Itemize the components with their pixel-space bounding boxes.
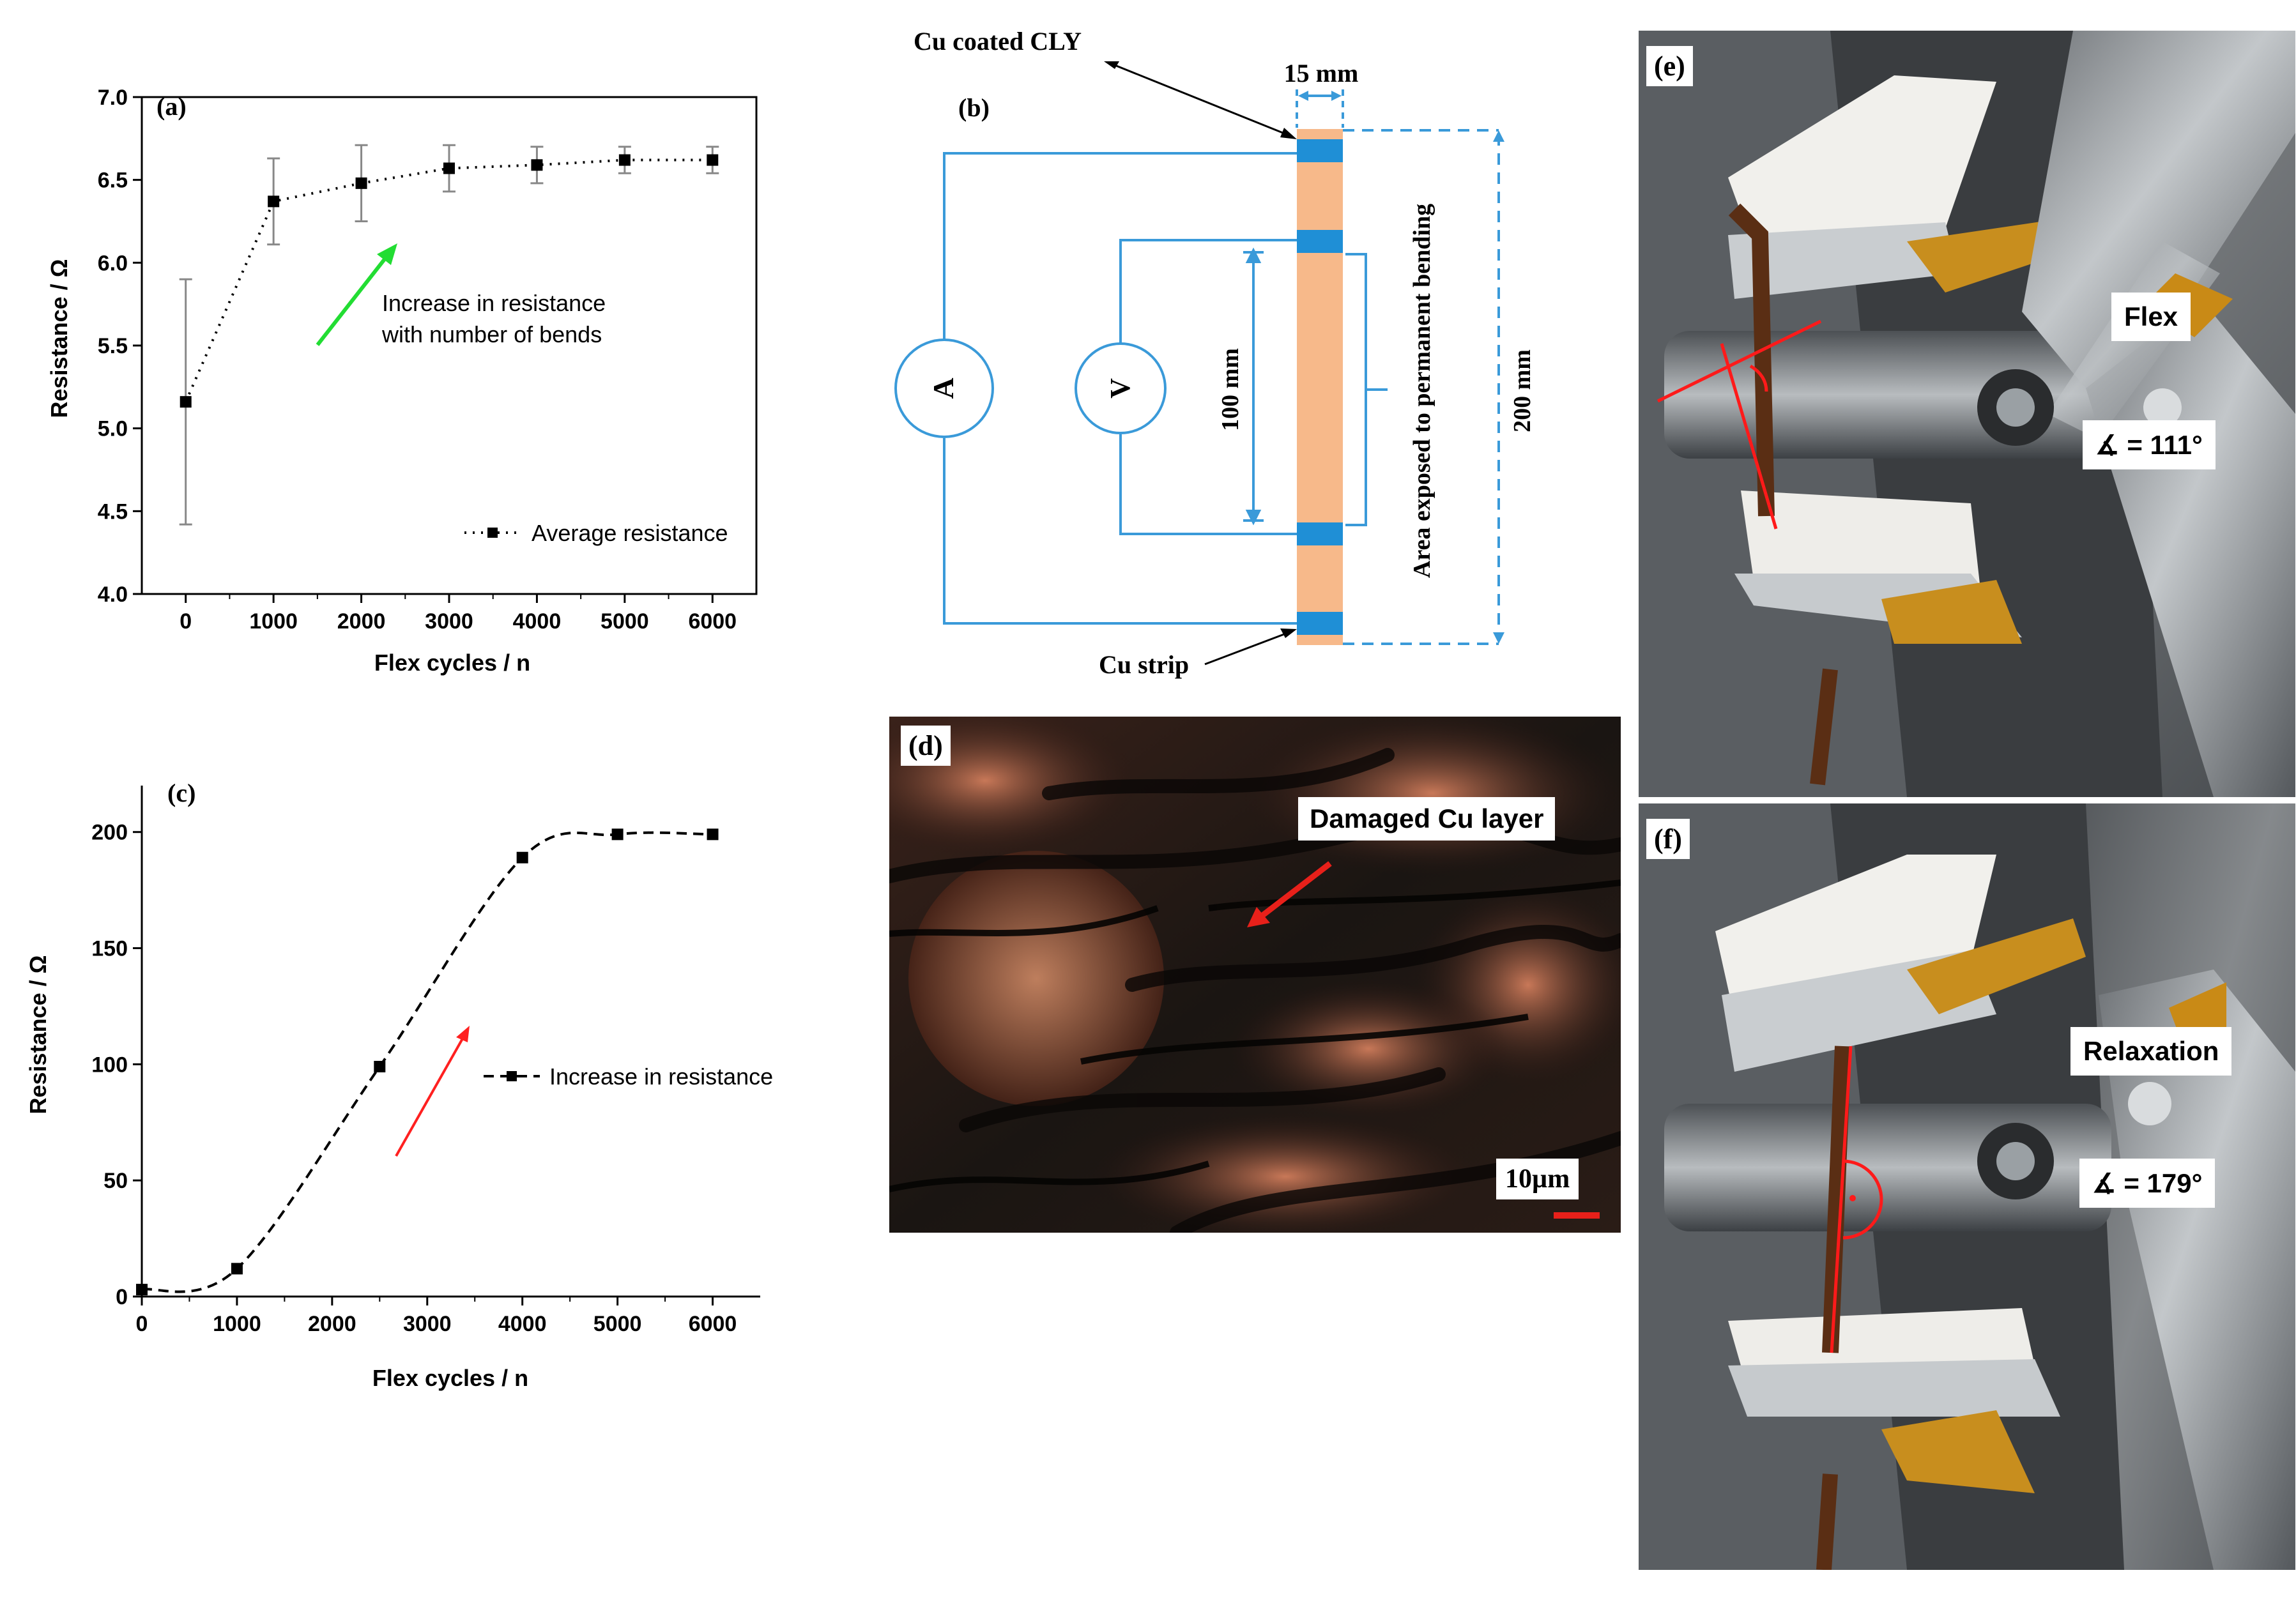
series-line [184,158,713,402]
panel-a-arrow [316,243,397,346]
y-tick-label: 6.5 [98,169,128,193]
panel-c-legend: Increase in resistance [484,1063,773,1090]
panel-a-xlabel: Flex cycles / n [374,650,530,676]
x-tick-label: 0 [180,609,192,634]
bending-area-label: Area exposed to permanent bending [1409,204,1435,578]
y-tick-label: 150 [91,937,128,961]
cu-coated-yarn [1297,129,1343,645]
strip-label: Cu strip [1099,650,1189,679]
data-point [611,828,624,841]
voltmeter-circuit [1075,239,1297,535]
panel-c-label: (c) [167,779,195,807]
panel-b-label: (b) [958,93,990,122]
relaxation-angle-label: ∡ = 179° [2079,1159,2216,1208]
cu-strip-inner-top [1297,230,1343,253]
data-point [136,1284,148,1296]
circuit-diagram: A V 100 mm Area exposed to permanent ben… [894,27,1536,679]
cu-strip-inner-bottom [1297,522,1343,545]
chart-c: (c) Resistance / Ω Flex cycles / n Incre… [25,779,773,1391]
x-tick-label: 4000 [513,609,562,634]
y-tick-label: 4.0 [98,582,128,607]
x-tick-label: 6000 [689,1312,737,1336]
yarn-label: Cu coated CLY [914,27,1082,56]
panel-c-xlabel: Flex cycles / n [372,1365,528,1391]
chart-a: (a) Resistance / Ω Flex cycles / n Incre… [46,86,758,676]
x-tick-label: 5000 [593,1312,642,1336]
y-tick-label: 4.5 [98,499,128,524]
x-tick-label: 2000 [337,609,386,634]
voltmeter-symbol: V [1105,378,1136,399]
x-tick-label: 3000 [403,1312,452,1336]
panel-f: (f) Relaxation ∡ = 179° [1639,803,2295,1570]
data-point [268,195,280,208]
panel-a-annotation-line1: Increase in resistance [382,290,606,316]
y-tick-label: 200 [91,821,128,845]
panel-e-label: (e) [1646,46,1693,86]
panel-c-ylabel: Resistance / Ω [25,955,51,1115]
panel-c-legend-text: Increase in resistance [549,1063,773,1090]
panel-e: (e) Flex ∡ = 111° [1639,31,2295,797]
data-point [374,1061,386,1072]
data-point [231,1263,243,1275]
data-point [516,851,528,864]
data-point [707,154,719,166]
data-point [180,396,192,408]
outer-length-label: 200 mm [1509,349,1536,432]
panel-d-label: (d) [901,726,951,766]
panel-b: A V 100 mm Area exposed to permanent ben… [882,0,1584,703]
panel-f-label: (f) [1646,819,1690,859]
panel-d-arrow [1247,861,1332,927]
data-point [707,828,719,841]
panel-a-legend: Average resistance [464,520,728,546]
x-tick-label: 6000 [688,609,737,634]
inner-length-label: 100 mm [1217,348,1244,431]
x-tick-label: 5000 [601,609,649,634]
chart-a-plot: 0 1000 2000 3000 4000 5000 6000 4.0 4.5 5.0 5.5 6.0… [98,86,758,634]
y-tick-label: 5.5 [98,334,128,358]
panel-a-legend-text: Average resistance [532,520,728,546]
y-tick-label: 5.0 [98,417,128,441]
scale-bar-label: 10µm [1496,1159,1579,1199]
x-tick-label: 0 [136,1312,148,1336]
y-tick-label: 0 [116,1285,128,1309]
panel-c-arrow [395,1026,470,1157]
damaged-layer-label: Damaged Cu layer [1298,797,1556,841]
panel-a-ylabel: Resistance / Ω [46,259,72,418]
panel-a: (a) Resistance / Ω Flex cycles / n Incre… [0,0,894,703]
panel-d: (d) Damaged Cu layer 10µm [889,717,1621,1233]
inner-dimension [1243,247,1264,526]
data-point [618,154,631,166]
panel-c: (c) Resistance / Ω Flex cycles / n Incre… [0,747,894,1424]
x-tick-label: 1000 [249,609,298,634]
flex-angle-label: ∡ = 111° [2083,420,2216,469]
y-tick-label: 7.0 [98,86,128,110]
scale-bar [1554,1212,1600,1219]
outer-dimension [1343,129,1500,645]
chart-c-plot: 0 1000 2000 3000 4000 5000 6000 0 50 100 150 200 [91,786,760,1336]
ammeter-circuit [894,152,1297,625]
panel-a-annotation-line2: with number of bends [381,321,602,347]
x-tick-label: 3000 [425,609,473,634]
flex-photo [1639,31,2295,797]
x-tick-label: 2000 [308,1312,356,1336]
relaxation-mode-label: Relaxation [2070,1027,2232,1076]
series-line [141,831,713,1293]
y-tick-label: 6.0 [98,251,128,275]
cu-strip-bottom [1297,612,1343,635]
cu-strip-top [1297,139,1343,162]
width-label: 15 mm [1284,59,1359,88]
bending-area-bracket [1345,253,1367,526]
data-point [531,159,543,171]
data-point [355,177,367,189]
y-tick-label: 50 [103,1169,128,1193]
x-tick-label: 1000 [213,1312,261,1336]
data-point [443,162,455,174]
ammeter-symbol: A [927,377,960,399]
y-tick-label: 100 [91,1053,128,1077]
flex-mode-label: Flex [2111,293,2191,341]
x-tick-label: 4000 [498,1312,547,1336]
